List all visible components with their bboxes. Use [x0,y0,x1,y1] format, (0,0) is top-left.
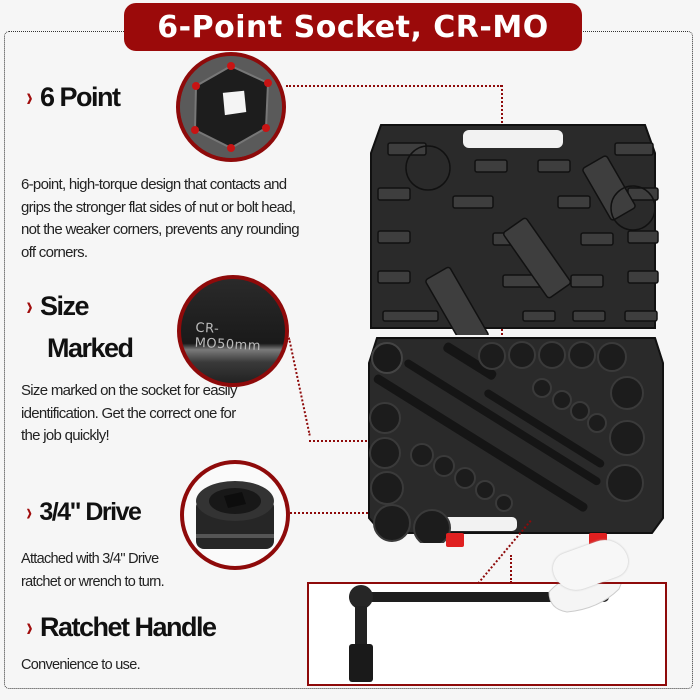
feature-description-size-marked: Size marked on the socket for easily ide… [21,382,237,444]
chevron-right-icon: › [26,498,33,526]
feature-description-ratchet-handle: Convenience to use. [21,657,141,673]
hex-socket-closeup-icon [176,52,286,162]
page-title: 6-Point Socket, CR-MO [157,9,549,45]
case-latch-left [446,533,464,547]
connector-line [286,85,502,87]
connector-line [290,512,380,514]
feature-heading-size-marked: ›Size Marked [25,285,134,369]
size-marking-text: CR-MO50mm [194,320,262,355]
connector-line [309,440,379,442]
chevron-right-icon: › [26,612,33,642]
connector-line [510,555,512,583]
feature-heading-drive: ›3/4" Drive [26,498,142,526]
feature-heading-6-point: ›6 Point [26,82,121,112]
drive-socket-closeup-icon [180,460,290,570]
chevron-right-icon: › [26,82,33,112]
chevron-right-icon: › [26,291,33,321]
ratchet-handle-graphic [349,563,630,682]
size-marking-closeup-icon: CR-MO50mm [177,275,289,387]
ratchet-handle-photo-frame [307,563,667,686]
feature-description-drive: Attached with 3/4" Drive ratchet or wren… [21,551,165,590]
feature-heading-ratchet-handle: ›Ratchet Handle [26,612,217,642]
feature-description-6-point: 6-point, high-torque design that contact… [21,176,300,261]
case-tray-graphic [368,337,664,547]
drive-socket-graphic [196,481,274,549]
title-banner: 6-Point Socket, CR-MO [124,3,582,51]
tool-case-lid-image [363,113,663,350]
hex-socket-graphic [180,56,282,158]
tool-case-tray-image [367,333,665,547]
case-lid-graphic [370,124,659,350]
